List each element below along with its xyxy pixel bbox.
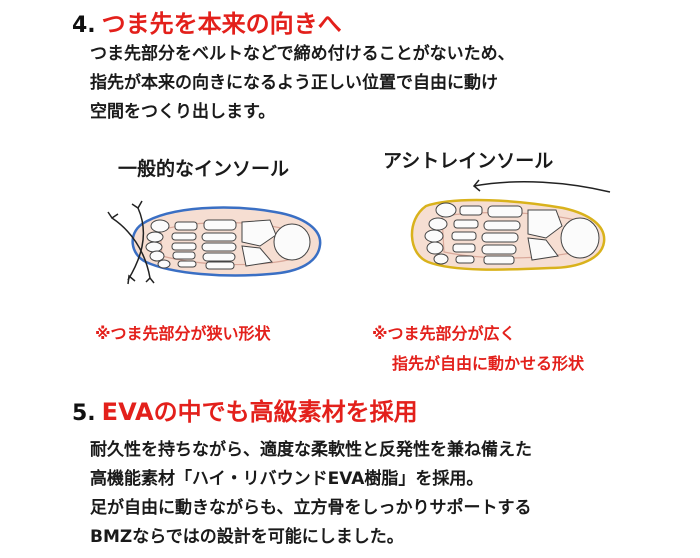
section-5-heading: 5.EVAの中でも高級素材を採用 (72, 392, 418, 427)
ashitore-insole-note-line-1: ※つま先部分が広く (372, 324, 516, 343)
section-4-body: つま先部分をベルトなどで締め付けることがないため、 指先が本来の向きになるよう正… (90, 40, 515, 127)
section-4-number: 4. (72, 13, 96, 38)
ashitore-insole-illustration (410, 179, 611, 271)
section-4-line: つま先部分をベルトなどで締め付けることがないため、 (90, 44, 515, 64)
section-5-line: 足が自由に動きながらも、立方骨をしっかりサポートする (90, 498, 532, 518)
section-4-heading: 4.つま先を本来の向きへ (72, 4, 342, 39)
standard-insole-label: 一般的なインソール (118, 158, 290, 180)
section-5-line: 高機能素材「ハイ・リバウンドEVA樹脂」を採用。 (90, 469, 484, 489)
section-4-title: つま先を本来の向きへ (101, 10, 342, 38)
section-5-title: EVAの中でも高級素材を採用 (101, 398, 418, 426)
ashitore-insole-note-line-2: 指先が自由に動かせる形状 (392, 354, 585, 373)
section-5-line: 耐久性を持ちながら、適度な柔軟性と反発性を兼ね備えた (90, 440, 532, 460)
standard-insole-illustration (107, 200, 322, 285)
section-5-line: BMZならではの設計を可能にしました。 (90, 527, 404, 547)
section-5-number: 5. (72, 401, 96, 426)
ashitore-insole-label: アシトレインソール (383, 150, 554, 172)
section-4-line: 指先が本来の向きになるよう正しい位置で自由に動け (90, 73, 498, 93)
standard-insole-note: ※つま先部分が狭い形状 (95, 324, 271, 343)
section-5-body: 耐久性を持ちながら、適度な柔軟性と反発性を兼ね備えた 高機能素材「ハイ・リバウン… (90, 436, 532, 552)
section-4-line: 空間をつくり出します。 (90, 102, 276, 122)
